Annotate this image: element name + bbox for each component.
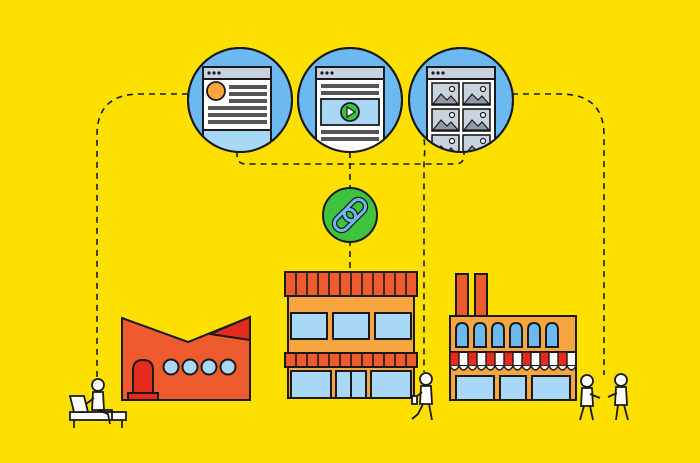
link-chain-icon [322,187,378,243]
warehouse-door [132,358,154,399]
video-page-icon [297,47,403,153]
article-page-icon [187,47,293,153]
warehouse-building [121,315,251,401]
laptop-icon [68,395,90,413]
chimney [455,273,469,321]
shop-building [284,271,418,399]
seated-person-with-laptop [68,378,127,428]
two-people-talking [579,373,629,421]
phone-icon [411,395,418,405]
connection-line-right [512,93,605,375]
connection-line-left [96,93,188,378]
walking-person-with-phone [411,372,433,421]
factory-building [449,273,577,401]
chimney [474,273,488,321]
factory-door [499,375,527,401]
bench [69,411,127,421]
